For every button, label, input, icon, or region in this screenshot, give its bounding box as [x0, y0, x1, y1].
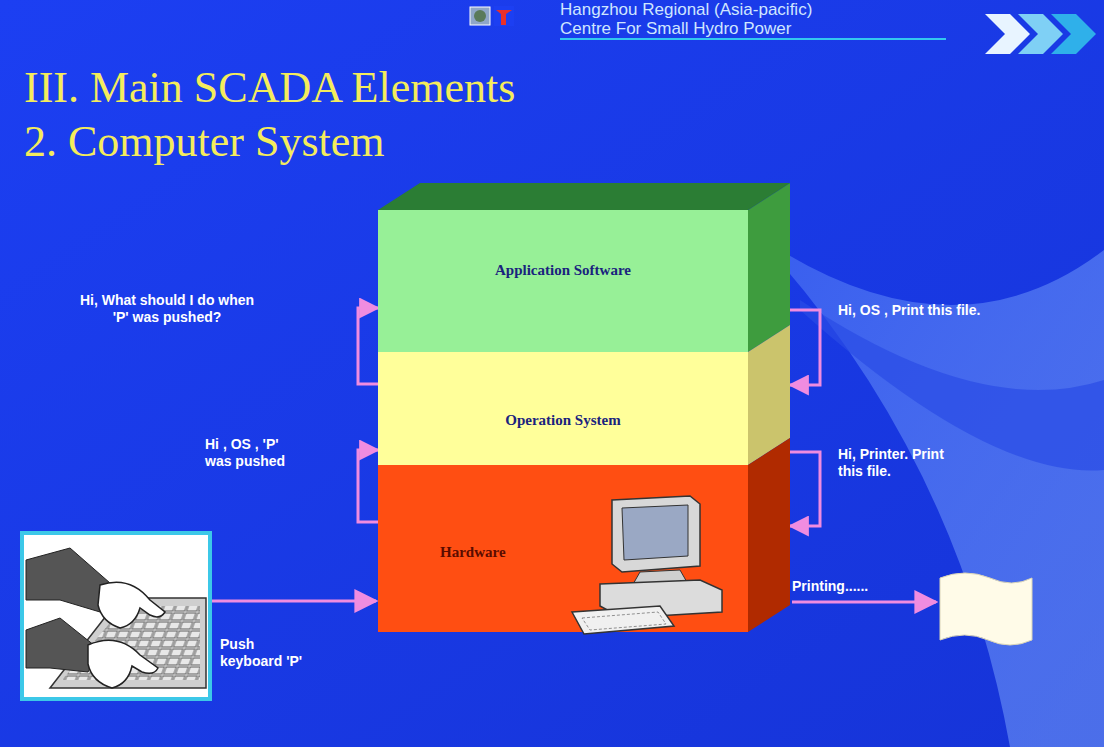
block-faces: [378, 438, 790, 632]
message-arrow: [358, 308, 378, 384]
slide-subtitle: 2. Computer System: [24, 116, 624, 168]
keyboard-illustration: [22, 533, 210, 699]
output-arrow: [792, 601, 936, 604]
layer-name: Application Software: [378, 261, 748, 279]
hand: [88, 640, 158, 688]
action-label: Printing......: [792, 578, 932, 595]
action-label-box: Printing......: [792, 578, 932, 595]
chevron: [985, 14, 1030, 54]
front-face: [378, 210, 748, 352]
logo: [494, 6, 514, 26]
keys: [582, 612, 666, 630]
input-arrow: [212, 600, 376, 603]
front-face: [378, 352, 748, 465]
header-rule: [560, 38, 946, 40]
chevron: [1051, 14, 1096, 54]
side-face: [748, 438, 790, 632]
message-label-box: Hi, OS , Print this file.: [838, 302, 1058, 319]
layer-block: Operation System: [378, 325, 790, 465]
monitor: [612, 496, 700, 572]
message-label-box: Hi, What should I do when 'P' was pushed…: [76, 292, 258, 326]
message-label: Hi, OS , Print this file.: [838, 302, 1058, 319]
layer-name: Hardware: [440, 543, 748, 561]
slide-subtitle-box: 2. Computer System: [24, 116, 624, 168]
computer-icon: [572, 496, 722, 634]
message-label: Hi, Printer. Print this file.: [838, 446, 956, 480]
logo-mark: [474, 10, 486, 22]
chevrons: [985, 14, 1096, 54]
message-label: Hi, What should I do when 'P' was pushed…: [76, 292, 258, 326]
swoosh: [780, 250, 1104, 747]
message-label: Hi , OS , 'P' was pushed: [205, 436, 297, 470]
screen: [622, 505, 688, 560]
swoosh-band: [800, 300, 1104, 471]
block-faces: [378, 325, 790, 465]
action-label-box: Push keyboard 'P': [220, 636, 312, 670]
hand: [98, 582, 165, 628]
message-label-box: Hi, Printer. Print this file.: [838, 446, 956, 480]
title-box: III. Main SCADA Elements: [24, 62, 515, 114]
keyboard: [572, 606, 674, 634]
layer-name: Operation System: [378, 411, 748, 429]
message-arrow: [790, 452, 820, 526]
printed-paper: [940, 573, 1032, 645]
logo: [470, 7, 490, 25]
message-arrow: [790, 310, 820, 385]
message-label-box: Hi , OS , 'P' was pushed: [205, 436, 297, 470]
organisation-name-box: Hangzhou Regional (Asia-pacific) Centre …: [560, 0, 850, 38]
side-face: [748, 183, 790, 352]
organisation-name: Hangzhou Regional (Asia-pacific) Centre …: [560, 0, 850, 38]
logos: [470, 6, 514, 26]
logo-mark: [496, 10, 512, 25]
layer-block: Hardware: [378, 438, 790, 632]
layer-block: Application Software: [378, 183, 790, 352]
chevron: [1018, 14, 1063, 54]
message-arrow: [358, 450, 378, 522]
top-face: [378, 183, 790, 210]
picture-frame: [22, 533, 210, 699]
slide-title: III. Main SCADA Elements: [24, 62, 515, 114]
front-face: [378, 465, 748, 632]
action-label: Push keyboard 'P': [220, 636, 312, 670]
